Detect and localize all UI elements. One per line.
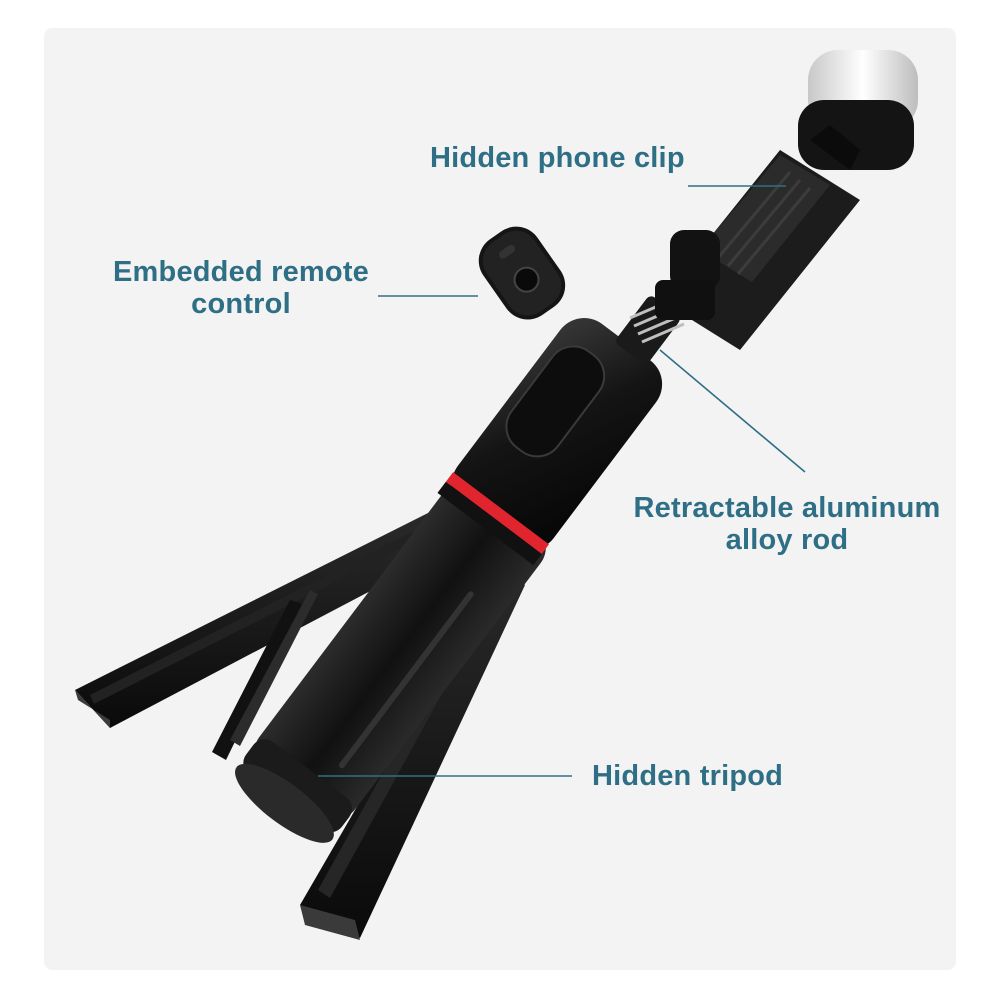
tripod-leg-left bbox=[75, 512, 452, 760]
tripod-label-line1: Hidden tripod bbox=[592, 760, 784, 792]
phone-clip-label: Hidden phone clip bbox=[430, 142, 685, 174]
tripod-label: Hidden tripod bbox=[592, 760, 783, 792]
remote-label-line2: control bbox=[191, 288, 291, 320]
rod-label: Retractable aluminum alloy rod bbox=[628, 492, 946, 556]
top-cap bbox=[798, 50, 918, 170]
phone-clip bbox=[655, 150, 860, 350]
remote-label: Embedded remote control bbox=[108, 256, 374, 320]
grip bbox=[437, 318, 663, 566]
rod-label-line2: alloy rod bbox=[725, 524, 849, 556]
rod-callout-line bbox=[659, 349, 806, 473]
tripod-handle bbox=[235, 480, 546, 843]
rod-label-line1: Retractable aluminum bbox=[633, 492, 941, 524]
remote-control bbox=[478, 226, 566, 320]
phone-clip-label-line1: Hidden phone clip bbox=[430, 142, 685, 174]
remote-label-line1: Embedded remote bbox=[113, 256, 369, 288]
red-ring bbox=[445, 472, 549, 554]
